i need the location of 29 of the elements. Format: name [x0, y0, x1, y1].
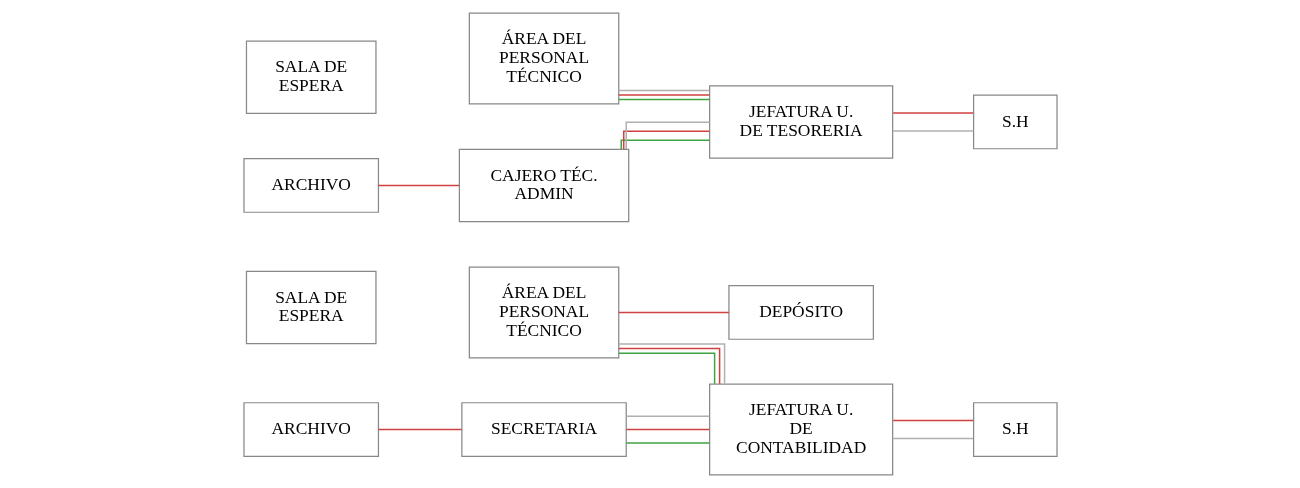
node-box: ARCHIVO [242, 158, 379, 213]
connector [617, 94, 710, 96]
connector [624, 121, 710, 150]
node-box: S.H [972, 402, 1058, 457]
connector [617, 98, 710, 101]
node-box: SALA DE ESPERA [245, 40, 377, 114]
connector [617, 311, 730, 314]
node-box: JEFATURA U. DE CONTABILIDAD [708, 383, 893, 476]
connector [617, 89, 710, 92]
connector [622, 130, 710, 150]
node-box: ARCHIVO [242, 402, 379, 457]
connector [891, 437, 974, 440]
connector [891, 112, 974, 114]
connector [377, 428, 462, 431]
node-box: JEFATURA U. DE TESORERIA [708, 85, 893, 159]
node-box: CAJERO TÉC. ADMIN [458, 148, 629, 223]
node-box: ÁREA DEL PERSONAL TÉCNICO [468, 266, 619, 359]
connector [377, 184, 460, 187]
connector [891, 419, 974, 422]
node-box: DEPÓSITO [727, 285, 874, 340]
node-box: SECRETARIA [460, 402, 627, 457]
connector [625, 415, 710, 417]
node-box: ÁREA DEL PERSONAL TÉCNICO [468, 12, 619, 105]
connector [625, 442, 710, 444]
connector [891, 130, 974, 132]
node-box: SALA DE ESPERA [245, 270, 377, 345]
node-box: S.H [972, 94, 1058, 150]
connector [625, 428, 710, 431]
connector [620, 139, 710, 150]
